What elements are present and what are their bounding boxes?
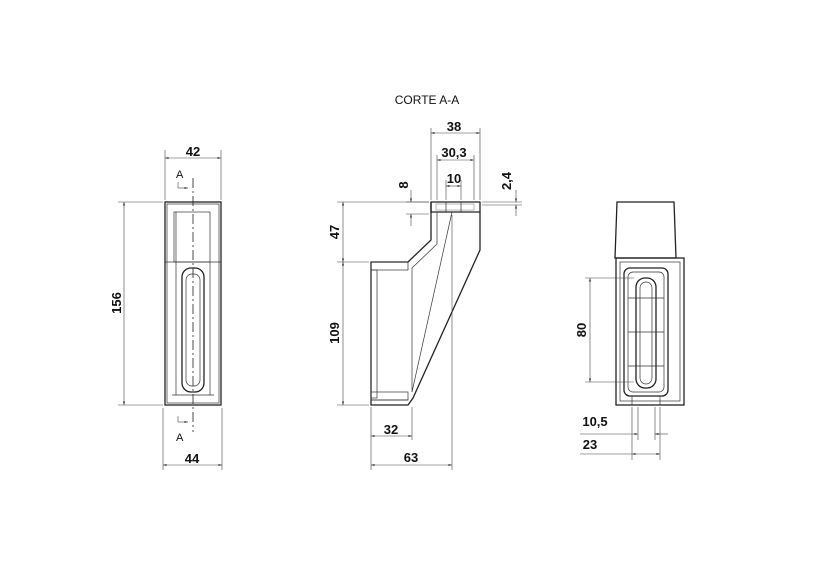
- side-view: 80 10,5 23: [574, 201, 685, 460]
- section-top-cap: [430, 201, 481, 213]
- section-title: CORTE A-A: [395, 93, 459, 107]
- section-cup-bottom: [370, 391, 409, 401]
- side-body-inner: [619, 261, 681, 402]
- section-mark-bottom: A: [176, 432, 184, 444]
- side-slot-inner: [639, 281, 653, 385]
- section-inner-profile: [411, 211, 453, 393]
- section-cup-wall: [370, 269, 378, 399]
- dim-wall: 2,4: [499, 171, 514, 190]
- dim-slot-height: 80: [574, 323, 589, 337]
- dim-total-width-side: 23: [583, 437, 597, 452]
- dim-inner-width: 30,3: [441, 145, 466, 160]
- front-top-recess: [173, 211, 211, 263]
- side-cap: [614, 201, 677, 259]
- dim-width-top: 42: [186, 144, 200, 159]
- dim-slot-width-side: 10,5: [582, 414, 607, 429]
- dim-slot-width: 10: [447, 171, 461, 186]
- section-cup-top: [370, 261, 409, 271]
- dim-upper-height: 47: [327, 225, 342, 239]
- side-body: [615, 257, 685, 406]
- dim-base-total: 63: [404, 450, 418, 465]
- front-view: A A 42 44 156: [109, 144, 223, 470]
- dim-top-width: 38: [447, 119, 461, 134]
- section-outer-profile: [370, 202, 481, 406]
- dim-base-inner: 32: [384, 422, 398, 437]
- side-slot-frame: [623, 267, 669, 397]
- dim-lower-height: 109: [327, 322, 342, 344]
- dim-depth-small: 8: [396, 181, 411, 188]
- side-slot: [635, 277, 657, 389]
- section-top-hatch: [435, 203, 475, 211]
- section-view: 38 30,3 10 8 2,4 47 109 32: [327, 119, 522, 470]
- dim-height: 156: [109, 292, 124, 314]
- dim-width-bottom: 44: [185, 451, 200, 466]
- section-mark-top: A: [176, 169, 184, 181]
